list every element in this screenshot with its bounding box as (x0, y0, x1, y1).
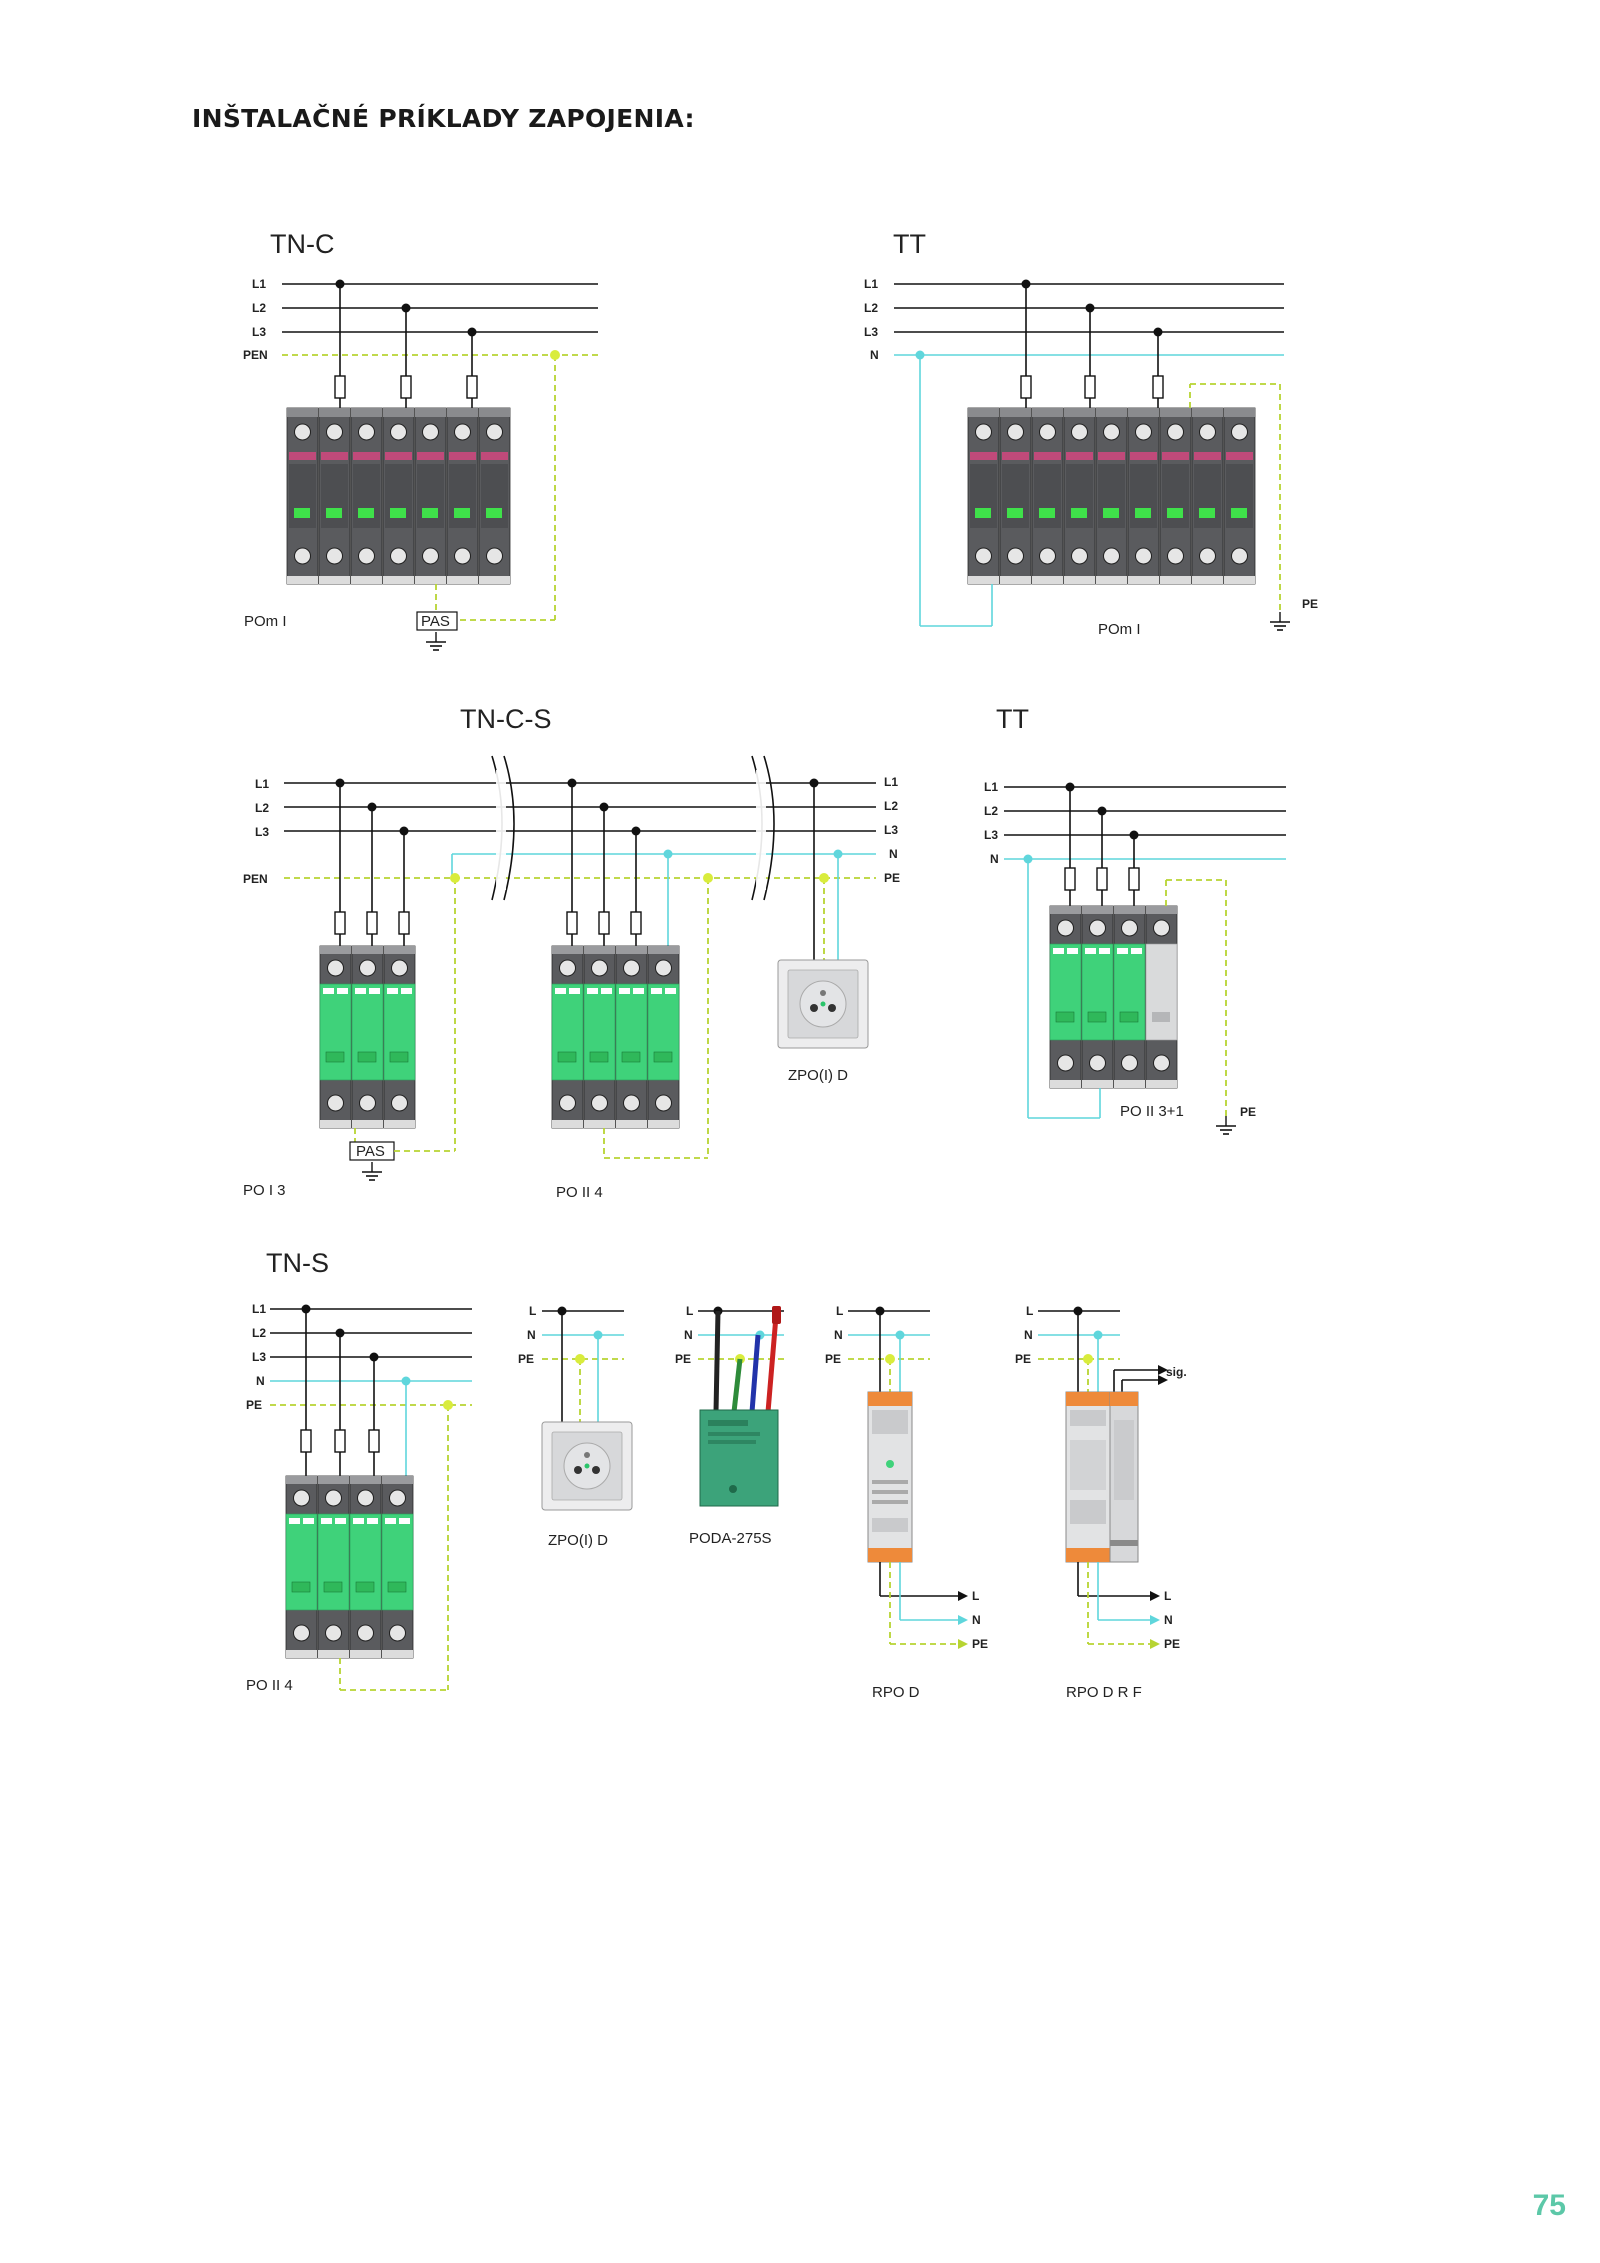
tnc-line-label: L1 (252, 277, 266, 291)
rpodrf-line-label: PE (1015, 1352, 1031, 1366)
tt1-line-label: N (870, 348, 879, 362)
tt2-line-label: L2 (984, 804, 998, 818)
tt1-pe-label: PE (1302, 597, 1318, 611)
rpod-line-label: L (836, 1304, 843, 1318)
tt1-caption: POm I (1098, 621, 1141, 638)
tncs-line-label-r: PE (884, 871, 900, 885)
zpo-line-label: PE (518, 1352, 534, 1366)
rpodrf-out-label: N (1164, 1613, 1173, 1627)
tnc-caption: POm I (244, 613, 287, 630)
rpod-out-label: PE (972, 1637, 988, 1651)
rpod-line-label: PE (825, 1352, 841, 1366)
diagram-rpodrf: L N PE sig. (1015, 1304, 1187, 1701)
tt1-line-label: L3 (864, 325, 878, 339)
poda-line-label: PE (675, 1352, 691, 1366)
tnc-spd-block (286, 407, 511, 585)
rpod-line-label: N (834, 1328, 843, 1342)
tns-line-label: L1 (252, 1302, 266, 1316)
tncs-pas-label: PAS (356, 1143, 385, 1160)
poda-line-label: N (684, 1328, 693, 1342)
diagram-tt-top: TT L1 L2 L3 N (864, 229, 1318, 638)
zpo-caption: ZPO(I) D (548, 1532, 608, 1549)
tt2-title: TT (996, 704, 1029, 734)
page-number: 75 (1532, 2189, 1566, 2222)
diagram-rpod: L N PE L N PE (825, 1304, 988, 1701)
zpo-line-label: L (529, 1304, 536, 1318)
tt2-line-label: L1 (984, 780, 998, 794)
diagram-tns: TN-S L1 L2 L3 N PE PO II 4 (246, 1248, 472, 1694)
poda-module (699, 1409, 779, 1507)
rpodrf-module (1065, 1391, 1139, 1563)
zpo-line-label: N (527, 1328, 536, 1342)
diagram-tnc: TN-C L1 L2 L3 PEN PAS (243, 229, 598, 651)
tns-spd-po-ii4 (285, 1475, 414, 1659)
poda-caption: PODA-275S (689, 1530, 772, 1547)
tt1-line-label: L1 (864, 277, 878, 291)
tt1-title: TT (893, 229, 926, 259)
tt1-line-label: L2 (864, 301, 878, 315)
tns-line-label: N (256, 1374, 265, 1388)
tt1-spd-block (967, 407, 1256, 585)
tncs-line-label-r: L3 (884, 823, 898, 837)
tncs-socket (777, 959, 869, 1049)
tt2-caption: PO II 3+1 (1120, 1103, 1184, 1120)
tncs-line-label: L3 (255, 825, 269, 839)
tns-title: TN-S (266, 1248, 329, 1278)
tncs-title: TN-C-S (460, 704, 551, 734)
tncs-line-label: PEN (243, 872, 268, 886)
tncs-spd-po-i3 (319, 945, 416, 1129)
rpodrf-sig-label: sig. (1166, 1365, 1187, 1379)
rpodrf-out-label: PE (1164, 1637, 1180, 1651)
diagram-poda: L N PE PODA-275S (675, 1304, 784, 1547)
diagram-zpo: L N PE ZPO(I) D (518, 1304, 633, 1549)
tnc-line-label: L2 (252, 301, 266, 315)
tncs-caption-a: PO I 3 (243, 1182, 286, 1199)
tncs-line-label: L2 (255, 801, 269, 815)
tns-line-label: L2 (252, 1326, 266, 1340)
page-title: INŠTALAČNÉ PRÍKLADY ZAPOJENIA: (192, 104, 695, 133)
tnc-line-label: L3 (252, 325, 266, 339)
rpod-out-label: L (972, 1589, 979, 1603)
tncs-line-label-r: L1 (884, 775, 898, 789)
diagram-tncs: TN-C-S L1 L2 L3 PEN L1 L2 L3 N PE (243, 704, 900, 1201)
tncs-spd-po-ii4 (551, 945, 680, 1129)
tt2-pe-label: PE (1240, 1105, 1256, 1119)
tnc-title: TN-C (270, 229, 334, 259)
tncs-line-label: L1 (255, 777, 269, 791)
rpodrf-caption: RPO D R F (1066, 1684, 1142, 1701)
tt2-line-label: L3 (984, 828, 998, 842)
tncs-line-label-r: L2 (884, 799, 898, 813)
tnc-line-label: PEN (243, 348, 268, 362)
tncs-caption-c: ZPO(I) D (788, 1067, 848, 1084)
tns-caption: PO II 4 (246, 1677, 293, 1694)
diagram-tt-mid: TT L1 L2 L3 N PE PO II 3+1 (984, 704, 1286, 1135)
rpod-out-label: N (972, 1613, 981, 1627)
tns-line-label: PE (246, 1398, 262, 1412)
rpod-caption: RPO D (872, 1684, 920, 1701)
rpodrf-line-label: L (1026, 1304, 1033, 1318)
tncs-caption-b: PO II 4 (556, 1184, 603, 1201)
tt2-line-label: N (990, 852, 999, 866)
tnc-pas-label: PAS (421, 613, 450, 630)
tns-line-label: L3 (252, 1350, 266, 1364)
rpodrf-out-label: L (1164, 1589, 1171, 1603)
poda-line-label: L (686, 1304, 693, 1318)
tncs-line-label-r: N (889, 847, 898, 861)
rpodrf-line-label: N (1024, 1328, 1033, 1342)
tt2-spd-po-ii31 (1049, 905, 1178, 1089)
rpod-module (867, 1391, 913, 1563)
